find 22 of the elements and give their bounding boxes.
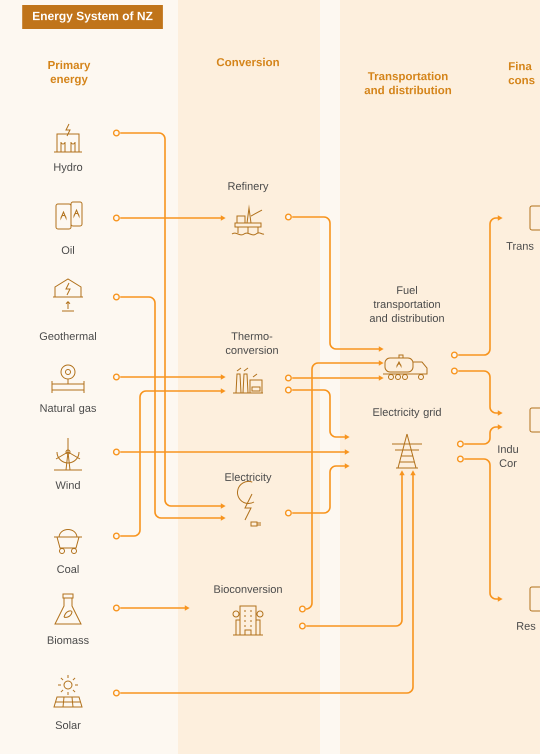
node-label: Electricity grid xyxy=(373,408,441,418)
node-label: Indu Cor xyxy=(498,444,518,468)
node-label: Biomass xyxy=(48,636,89,644)
column-heading: Primary energy xyxy=(48,60,90,86)
column-heading: Conversion xyxy=(216,58,279,66)
node-label: Fuel transportation and distribution xyxy=(370,286,444,322)
node-label: Solar xyxy=(56,720,81,730)
node-label: Coal xyxy=(57,564,79,574)
column-heading: Transportation and distribution xyxy=(364,72,452,94)
node-label: Thermo- conversion xyxy=(226,332,278,354)
node-label: Bioconversion xyxy=(214,584,282,594)
title-banner: Energy System of NZ xyxy=(22,5,163,29)
node-label: Natural gas xyxy=(40,404,96,414)
node-label: Hydro xyxy=(54,162,82,174)
node-label: Electricity xyxy=(225,472,272,484)
node-label: Geothermal xyxy=(40,332,96,340)
node-label: Refinery xyxy=(228,182,268,192)
node-label: Wind xyxy=(56,480,80,490)
node-label: Trans xyxy=(506,242,534,250)
node-label: Res xyxy=(517,622,536,630)
column-heading: Fina cons xyxy=(508,62,535,84)
node-label: Oil xyxy=(62,246,74,254)
